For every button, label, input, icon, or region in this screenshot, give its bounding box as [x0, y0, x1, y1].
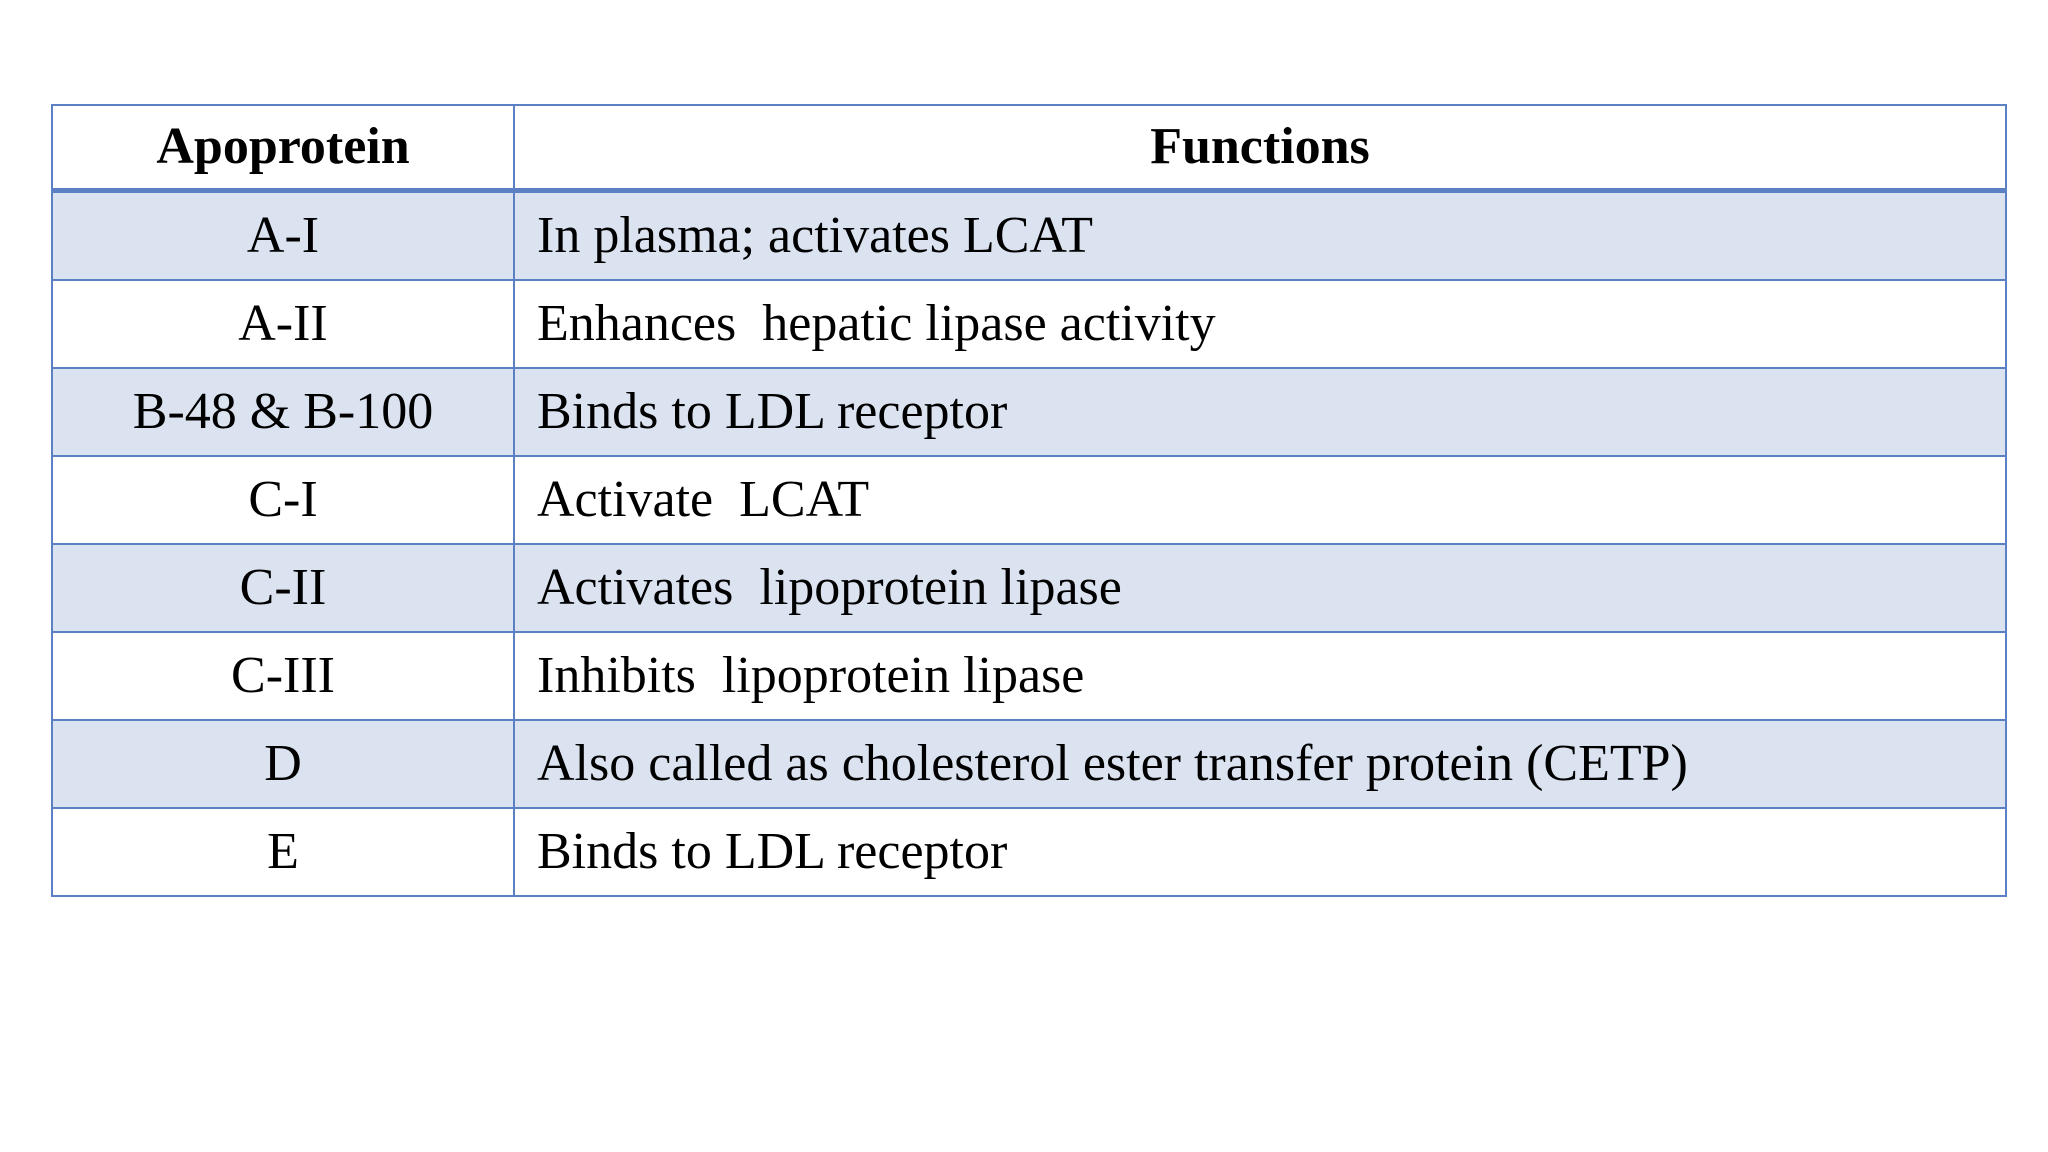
function-cell: In plasma; activates LCAT [513, 189, 2007, 281]
table-header-row: Apoprotein Functions [51, 104, 2007, 193]
apoprotein-cell: D [51, 719, 515, 809]
apoprotein-cell: C-I [51, 455, 515, 545]
header-apoprotein: Apoprotein [51, 104, 515, 193]
apoprotein-cell: A-I [51, 189, 515, 281]
table-row: D Also called as cholesterol ester trans… [51, 719, 2007, 809]
function-cell: Binds to LDL receptor [513, 367, 2007, 457]
function-cell: Enhances hepatic lipase activity [513, 279, 2007, 369]
table-row: C-III Inhibits lipoprotein lipase [51, 631, 2007, 721]
apoprotein-cell: E [51, 807, 515, 897]
function-cell: Activates lipoprotein lipase [513, 543, 2007, 633]
table-row: E Binds to LDL receptor [51, 807, 2007, 897]
table-row: A-I In plasma; activates LCAT [51, 189, 2007, 281]
table-row: B-48 & B-100 Binds to LDL receptor [51, 367, 2007, 457]
function-cell: Inhibits lipoprotein lipase [513, 631, 2007, 721]
function-cell: Also called as cholesterol ester transfe… [513, 719, 2007, 809]
function-cell: Activate LCAT [513, 455, 2007, 545]
table-row: C-I Activate LCAT [51, 455, 2007, 545]
table-row: A-II Enhances hepatic lipase activity [51, 279, 2007, 369]
apoprotein-cell: B-48 & B-100 [51, 367, 515, 457]
apoprotein-functions-table: Apoprotein Functions A-I In plasma; acti… [51, 104, 2007, 897]
apoprotein-cell: C-II [51, 543, 515, 633]
apoprotein-cell: A-II [51, 279, 515, 369]
header-functions: Functions [513, 104, 2007, 193]
table-row: C-II Activates lipoprotein lipase [51, 543, 2007, 633]
apoprotein-cell: C-III [51, 631, 515, 721]
function-cell: Binds to LDL receptor [513, 807, 2007, 897]
